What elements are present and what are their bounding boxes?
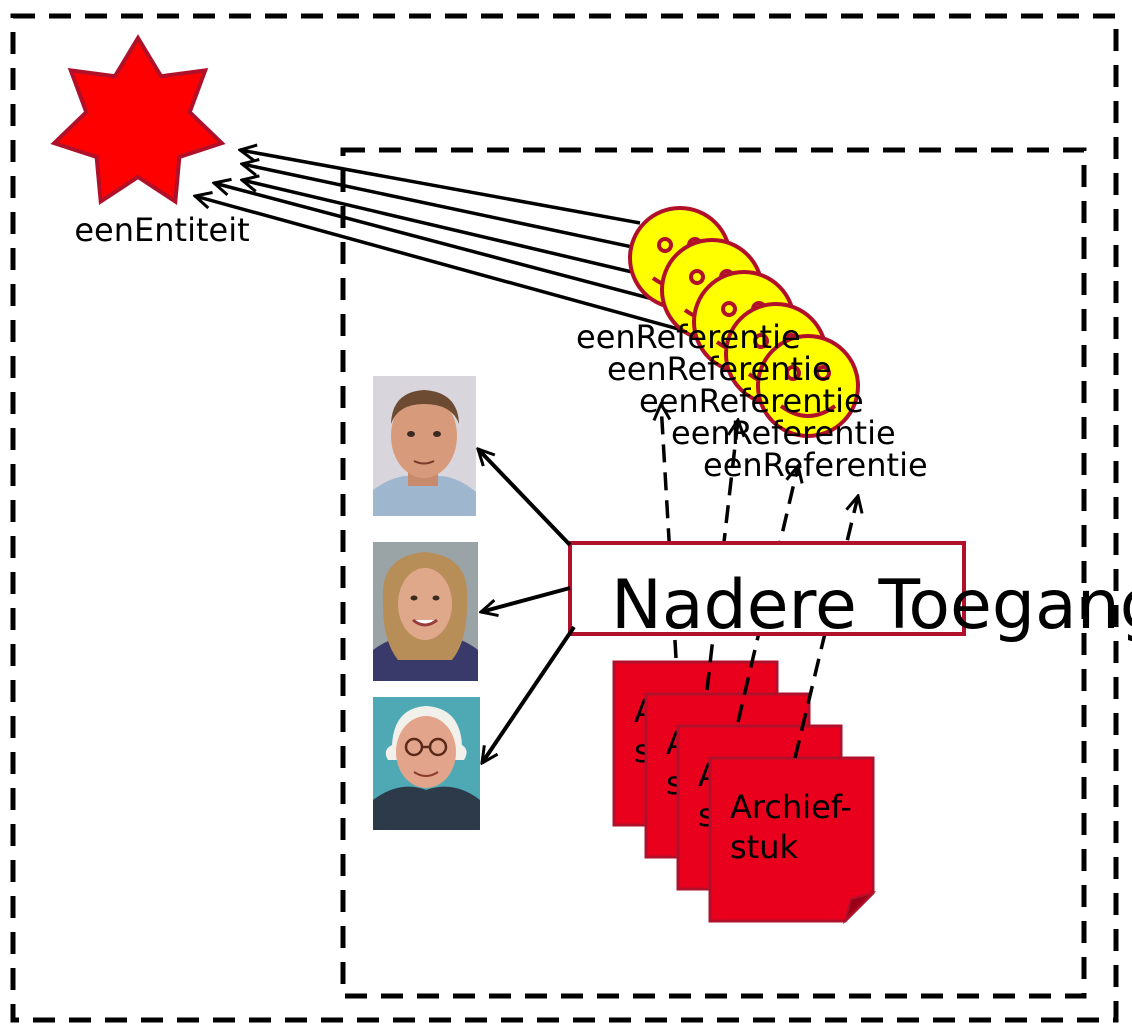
arrow-ref2-entity (242, 164, 671, 257)
access-box-label: Nadere Toegang (611, 566, 1132, 645)
arrow-ref4-entity (214, 183, 733, 322)
reference-labels: eenReferentie eenReferentie eenReferenti… (576, 318, 928, 484)
entity-label: eenEntiteit (74, 211, 249, 249)
inner-dashed-frame (340, 147, 1087, 999)
reference-label-2: eenReferentie (607, 350, 832, 388)
outer-dashed-frame (10, 13, 1119, 1023)
arrow-ref5-entity (195, 196, 763, 354)
reference-label-4: eenReferentie (671, 414, 896, 452)
arrow-access-person-1 (478, 449, 572, 547)
archive-pieces: Archief-stukArchief-stukArchief-stukArch… (612, 660, 877, 925)
access-to-person-arrows (478, 449, 576, 763)
person-photo-3 (373, 697, 480, 830)
access-box (568, 541, 966, 636)
dashed-arrow-3 (736, 466, 798, 723)
arrow-ref1-entity (240, 150, 641, 225)
arrow-access-person-3 (482, 625, 576, 763)
reference-faces (628, 206, 860, 438)
dashed-arrow-4 (793, 496, 858, 759)
person-photo-2 (373, 542, 478, 681)
smiley-face-icon-5 (756, 334, 860, 438)
reference-label-3: eenReferentie (639, 382, 864, 420)
person-photo-1 (373, 376, 476, 516)
archive-piece-label-4: Archief-stuk (730, 788, 852, 866)
reference-label-5: eenReferentie (703, 446, 928, 484)
archive-piece-4: Archief-stuk (708, 756, 877, 925)
entity-star-icon (50, 34, 226, 206)
dashed-arrow-2 (705, 420, 738, 691)
reference-to-entity-arrows (195, 150, 763, 354)
arrow-access-person-2 (481, 586, 571, 612)
reference-label-1: eenReferentie (576, 318, 801, 356)
arrow-ref3-entity (242, 180, 701, 290)
